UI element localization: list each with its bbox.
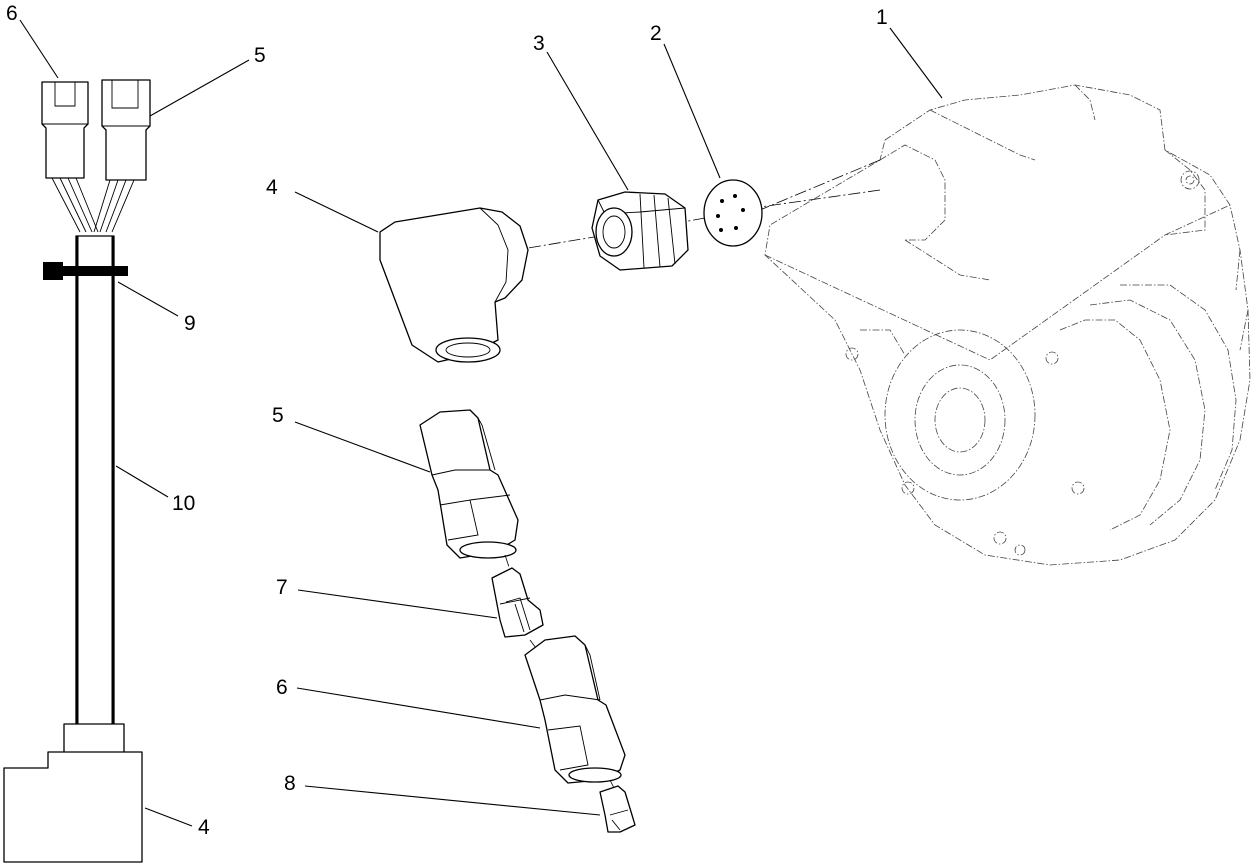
callout-6-connector: 6 xyxy=(276,676,288,699)
callout-9: 9 xyxy=(184,312,196,335)
centerline-pump-seal xyxy=(759,189,881,208)
centerline-seal-nut xyxy=(682,217,706,223)
callout-labels: 1 2 3 4 5 6 9 10 4 5 7 6 8 xyxy=(6,2,888,839)
callout-2: 2 xyxy=(650,22,662,45)
callout-5-connector: 5 xyxy=(272,404,284,427)
callout-5-harness: 5 xyxy=(254,44,266,67)
callout-7: 7 xyxy=(276,576,288,599)
wedge-lock-b xyxy=(599,785,636,833)
elbow-connector xyxy=(379,207,529,363)
leader-lines xyxy=(19,19,943,827)
centerline-pump-seal-lower xyxy=(759,159,881,211)
connector-body-a xyxy=(419,409,519,559)
seal xyxy=(703,179,763,247)
callout-4-harness-end: 4 xyxy=(198,816,210,839)
centerline-nut-elbow xyxy=(527,235,601,249)
callout-4-elbow: 4 xyxy=(266,176,278,199)
wedge-lock-a xyxy=(491,567,544,638)
callout-10: 10 xyxy=(172,492,195,515)
callout-1: 1 xyxy=(876,6,888,29)
pump-phantom xyxy=(764,84,1251,566)
callout-6-harness: 6 xyxy=(6,2,18,25)
wire-harness xyxy=(3,79,151,863)
callout-3: 3 xyxy=(533,32,545,55)
connector-body-b xyxy=(524,635,626,784)
callout-8: 8 xyxy=(284,772,296,795)
gland-nut xyxy=(591,191,689,271)
